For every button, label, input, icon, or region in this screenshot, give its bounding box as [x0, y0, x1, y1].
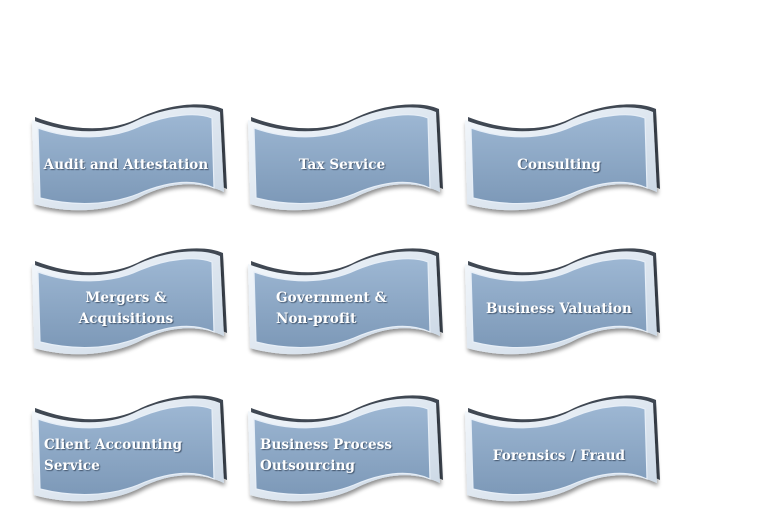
tile-shape: [465, 104, 660, 211]
tile-label: Consulting: [517, 156, 601, 173]
tile-label: Government & Non-profit: [276, 290, 387, 327]
tile-shape: [465, 395, 660, 502]
tile-label: Tax Service: [298, 156, 386, 173]
tile-audit-and-attestation[interactable]: Audit and Attestation: [28, 104, 228, 214]
tile-business-process-outsourcing[interactable]: Business Process Outsourcing: [244, 395, 444, 505]
tile-forensics-fraud[interactable]: Forensics / Fraud: [461, 395, 661, 505]
tile-consulting[interactable]: Consulting: [461, 104, 661, 214]
tile-label: Forensics / Fraud: [492, 447, 626, 464]
tile-business-valuation[interactable]: Business Valuation: [461, 248, 661, 358]
tile-shape: [32, 395, 227, 502]
tile-mergers-and-acquisitions[interactable]: Mergers & Acquisitions: [28, 248, 228, 358]
tile-government-and-non-profit[interactable]: Government & Non-profit: [244, 248, 444, 358]
tile-label: Business Process Outsourcing: [260, 437, 393, 474]
tile-shape: [248, 248, 443, 355]
tile-tax-service[interactable]: Tax Service: [244, 104, 444, 214]
tile-label: Business Valuation: [486, 300, 632, 317]
tile-label: Mergers & Acquisitions: [78, 290, 174, 327]
tile-label: Audit and Attestation: [43, 156, 209, 173]
tile-shape: [32, 104, 227, 211]
tile-client-accounting-service[interactable]: Client Accounting Service: [28, 395, 228, 505]
tile-shape: [248, 104, 443, 211]
tile-label: Client Accounting Service: [44, 437, 183, 474]
tile-shape: [248, 395, 443, 502]
tile-shape: [465, 248, 660, 355]
tile-shape: [32, 248, 227, 355]
